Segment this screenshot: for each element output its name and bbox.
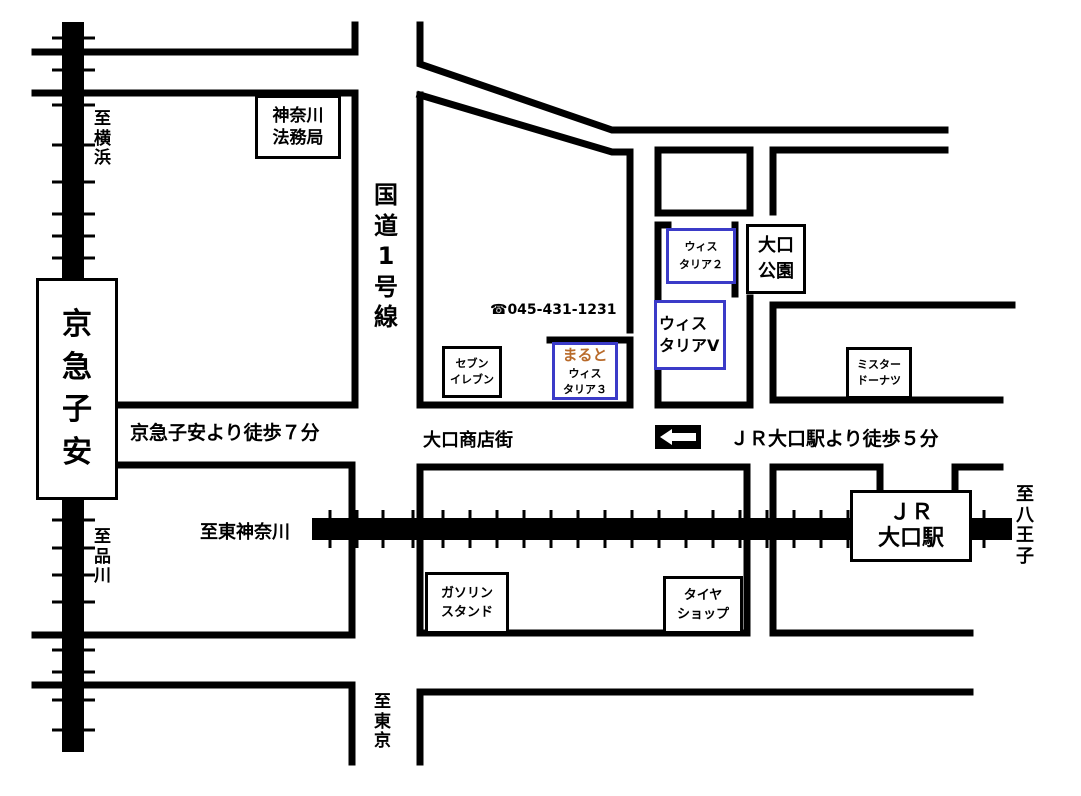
landmark-line: 大口 xyxy=(758,234,794,256)
direction-shinagawa: 至 品 川 xyxy=(94,527,111,587)
road-char: 1 xyxy=(377,242,395,271)
dir-char: 京 xyxy=(374,731,391,752)
station-char: 安 xyxy=(62,434,92,470)
wisteria2-building: ウィス タリア２ xyxy=(666,228,736,284)
landmark-line: ドーナツ xyxy=(857,374,901,387)
landmark-line: ショップ xyxy=(676,607,729,622)
road-line xyxy=(769,463,884,637)
landmark-line: ミスター xyxy=(857,357,901,371)
dir-char: 至 xyxy=(1016,484,1034,505)
walk-from-keikyu: 京急子安より徒歩７分 xyxy=(130,422,320,444)
left-arrow-icon xyxy=(655,425,701,449)
road-line xyxy=(415,90,634,334)
road-line xyxy=(769,146,949,216)
road-line xyxy=(31,681,356,766)
mister-donut-box: ミスター ドーナツ xyxy=(846,347,912,399)
jr-rail xyxy=(312,510,1012,548)
landmark-line: セブン xyxy=(455,357,489,371)
jr-oguchi-station: ＪＲ 大口駅 xyxy=(850,490,972,562)
dir-char: 川 xyxy=(94,566,111,587)
landmark-line: 法務局 xyxy=(272,128,324,148)
maruto-label: まると xyxy=(562,346,608,365)
landmark-line: ガソリン xyxy=(440,585,493,601)
building-line: ウィス xyxy=(659,313,708,333)
shopping-street-label: 大口商店街 xyxy=(423,430,513,451)
direction-higashi-kanagawa: 至東神奈川 xyxy=(200,522,290,543)
direction-yokohama: 至 横 浜 xyxy=(94,109,111,169)
road-line xyxy=(31,21,359,56)
direction-tokyo: 至 東 京 xyxy=(374,692,391,752)
road-char: 線 xyxy=(374,303,398,332)
road-line xyxy=(416,91,634,409)
dir-char: 王 xyxy=(1016,525,1034,547)
dir-char: 浜 xyxy=(94,148,111,169)
walk-from-jr: ＪＲ大口駅より徒歩５分 xyxy=(730,428,939,450)
dir-char: 至 xyxy=(94,527,111,547)
building-line: ウィス xyxy=(684,240,718,254)
road-line xyxy=(31,461,356,639)
road-line xyxy=(951,463,1004,494)
station-line: 大口駅 xyxy=(877,526,944,551)
landmark-line: イレブン xyxy=(450,373,494,386)
station-char: 子 xyxy=(62,392,92,427)
wisteria3-building: まると ウィス タリア３ xyxy=(552,342,618,400)
road-line xyxy=(654,146,754,217)
wisteria5-building: ウィス タリアV xyxy=(654,300,726,370)
building-line: ウィス xyxy=(568,367,602,381)
road-char: 号 xyxy=(374,272,398,301)
dir-char: 品 xyxy=(94,546,111,567)
building-line: タリアV xyxy=(659,336,720,355)
landmark-line: 公園 xyxy=(758,261,794,282)
dir-char: 八 xyxy=(1016,504,1034,526)
park-box: 大口 公園 xyxy=(746,224,806,294)
road-char: 国 xyxy=(374,181,398,209)
dir-char: 至 xyxy=(94,109,111,129)
landmark-line: 神奈川 xyxy=(272,105,324,126)
phone-number: ☎045-431-1231 xyxy=(490,302,617,318)
direction-hachioji: 至 八 王 子 xyxy=(1016,484,1034,568)
seven-eleven-box: セブン イレブン xyxy=(442,346,502,398)
road-line xyxy=(769,301,1004,404)
dir-char: 横 xyxy=(94,128,111,149)
road-line xyxy=(416,21,949,134)
road-line xyxy=(416,688,974,766)
station-line: ＪＲ xyxy=(888,499,933,525)
landmark-line: タイヤ xyxy=(683,587,723,603)
building-line: タリア２ xyxy=(679,258,723,271)
dir-char: 子 xyxy=(1016,546,1034,568)
road-line xyxy=(31,89,359,409)
dir-char: 東 xyxy=(374,711,391,732)
dir-char: 至 xyxy=(374,692,391,712)
legal-bureau-box: 神奈川 法務局 xyxy=(255,95,341,159)
route1-label: 国 道 1 号 線 xyxy=(374,181,398,332)
road-char: 道 xyxy=(374,211,398,240)
keikyu-koyasu-station: 京 急 子 安 xyxy=(36,278,118,500)
station-char: 京 xyxy=(62,307,92,342)
gas-station-box: ガソリン スタンド xyxy=(425,572,509,634)
tire-shop-box: タイヤ ショップ xyxy=(663,576,743,634)
station-char: 急 xyxy=(62,349,92,385)
building-line: タリア３ xyxy=(563,382,607,396)
landmark-line: スタンド xyxy=(440,605,493,620)
